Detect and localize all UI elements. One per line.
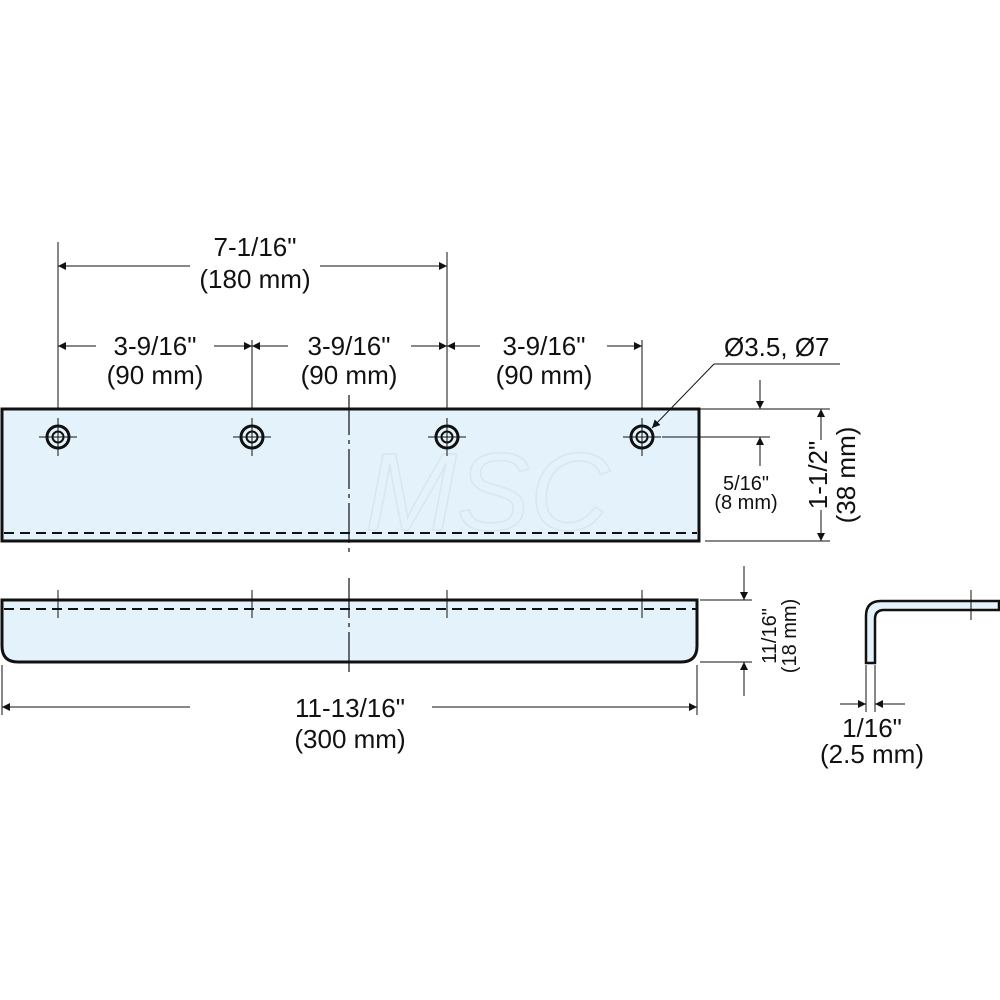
dim-thickness-inch: 1/16" xyxy=(842,713,902,743)
dim-length-inch: 11-13/16" xyxy=(295,693,405,723)
hole-2 xyxy=(233,418,271,456)
front-profile xyxy=(0,598,699,664)
dim-pitch-1-inch: 3-9/16" xyxy=(114,331,197,361)
hole-4 xyxy=(623,418,661,456)
dim-thickness-mm: (2.5 mm) xyxy=(820,739,924,769)
hole-1 xyxy=(39,418,77,456)
dim-width-inch: 1-1/2" xyxy=(803,441,833,510)
angle-profile xyxy=(864,599,1000,665)
dim-edge-offset-inch: 5/16" xyxy=(723,473,769,495)
dim-pitch-1-mm: (90 mm) xyxy=(107,360,204,390)
dim-height-mm: (18 mm) xyxy=(779,599,801,673)
side-view: 1/16" (2.5 mm) xyxy=(820,590,1000,769)
dim-pitch-2-inch: 3-9/16" xyxy=(308,331,391,361)
dim-hole-span-inch: 7-1/16" xyxy=(214,232,297,262)
dim-pitch-2-mm: (90 mm) xyxy=(301,360,398,390)
dim-width-mm: (38 mm) xyxy=(831,427,861,524)
hole-3 xyxy=(428,418,466,456)
dim-pitch-3-mm: (90 mm) xyxy=(496,360,593,390)
dim-hole-span-mm: (180 mm) xyxy=(199,264,310,294)
dim-height-inch: 11/16" xyxy=(759,608,781,664)
top-plate xyxy=(0,407,701,543)
front-view: 11-13/16" (300 mm) 11/16" (18 mm) xyxy=(0,566,801,754)
dim-length-mm: (300 mm) xyxy=(294,724,405,754)
dim-pitch-3-inch: 3-9/16" xyxy=(503,331,586,361)
hole-callout: Ø3.5, Ø7 xyxy=(724,332,830,362)
dim-edge-offset-mm: (8 mm) xyxy=(714,492,777,514)
watermark: MSC xyxy=(365,431,611,554)
top-view: MSC 7-1/16" (180 mm) xyxy=(0,232,861,555)
